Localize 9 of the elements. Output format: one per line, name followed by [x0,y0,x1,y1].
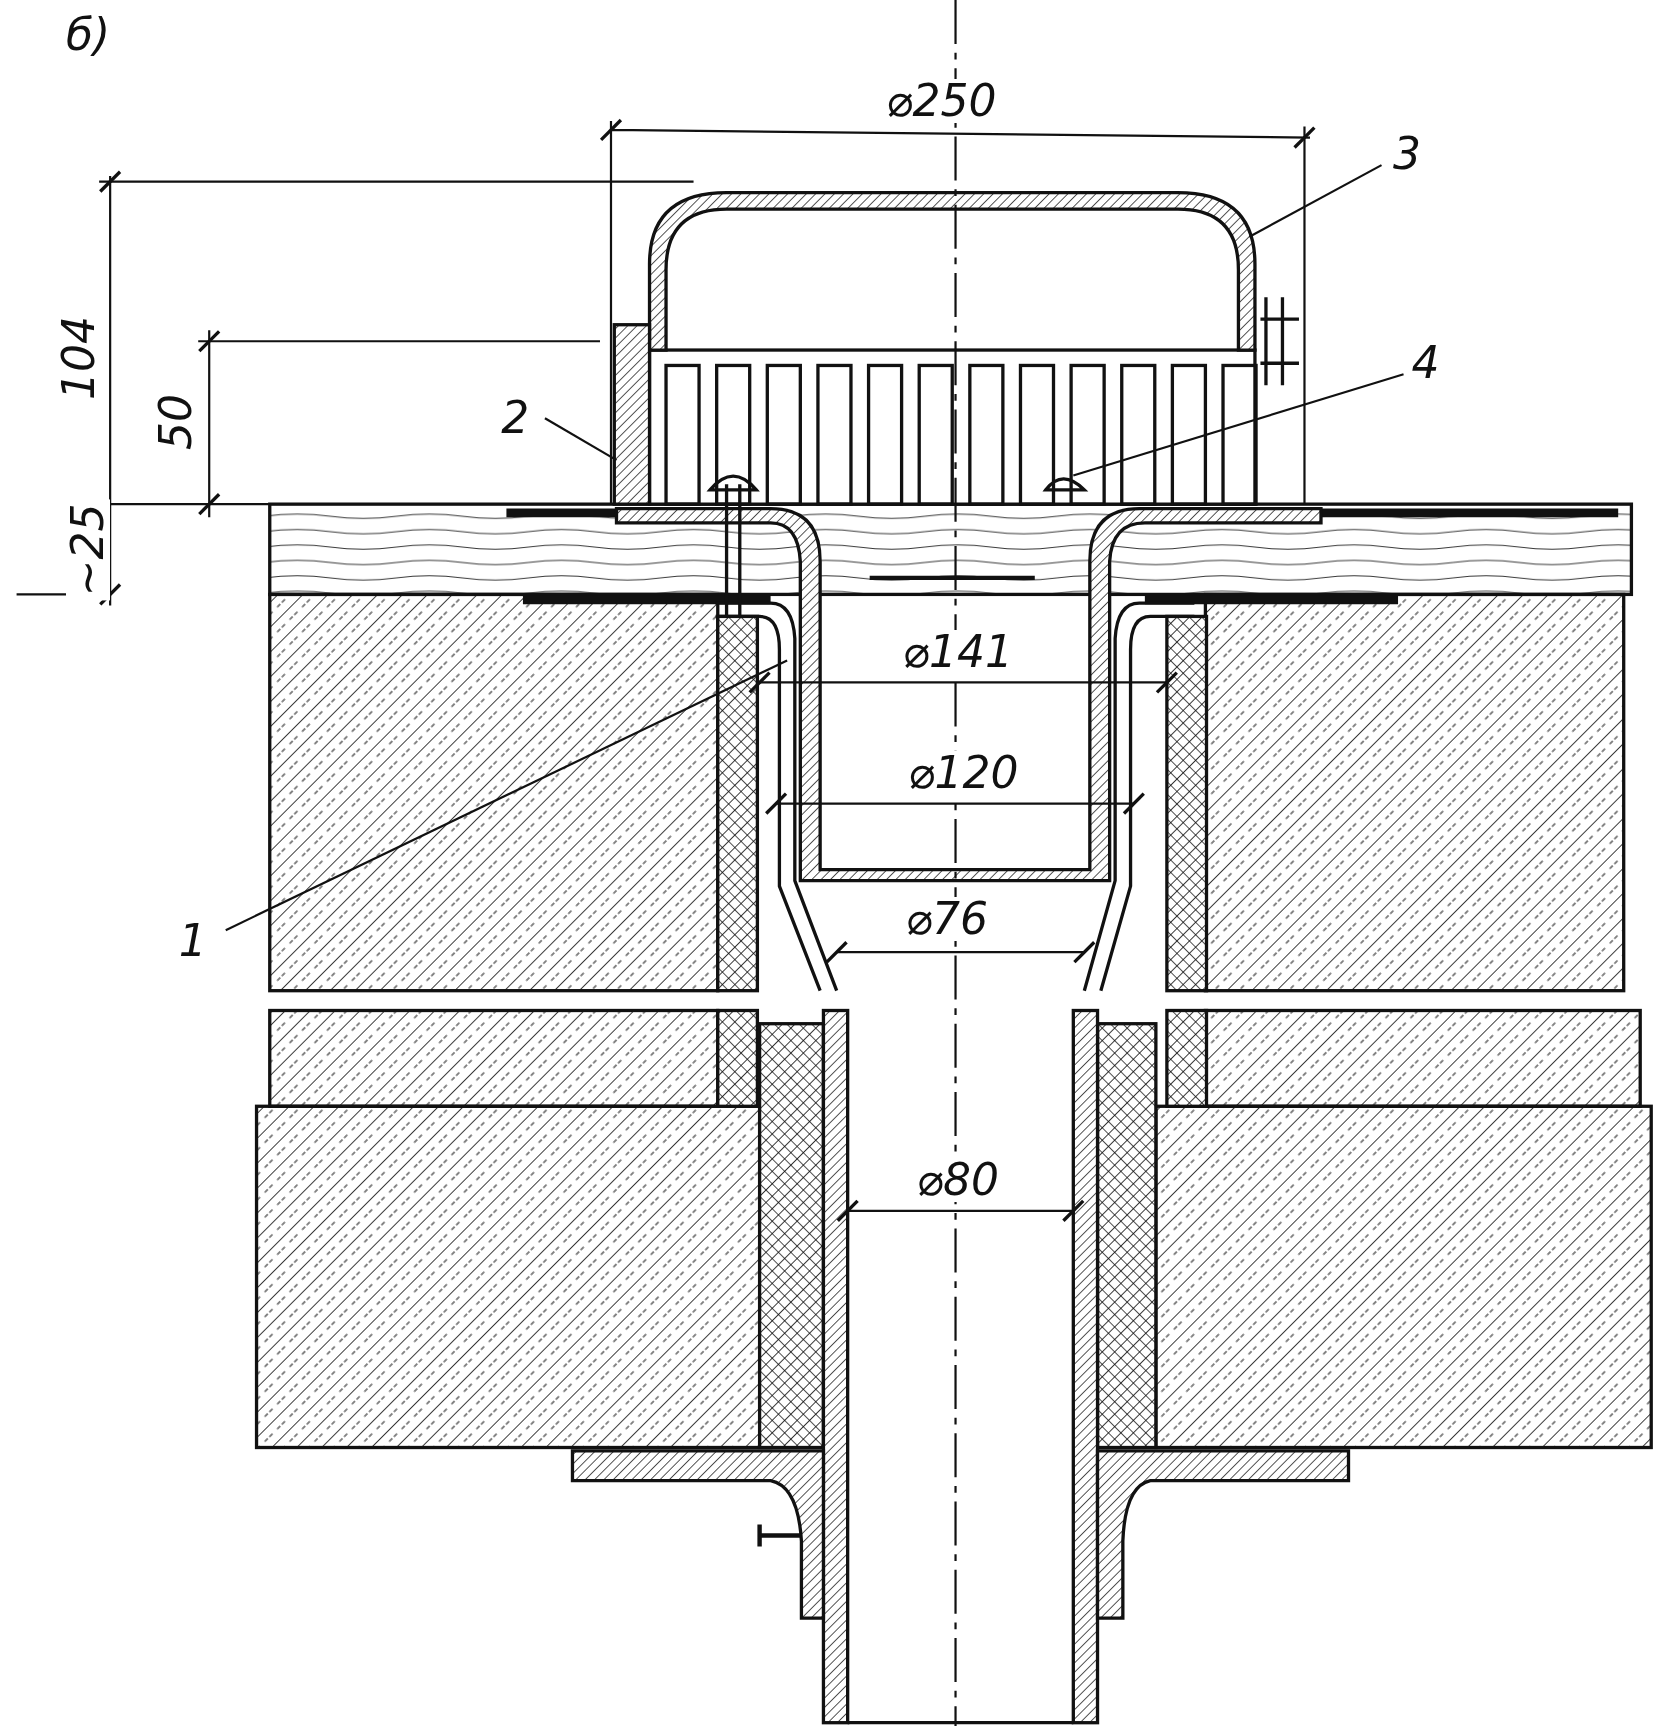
leader-line [225,659,788,932]
callout-number: 3 [1392,132,1421,177]
callout-number: 2 [501,396,530,441]
leader-line [1248,164,1383,238]
callout-number: 4 [1411,341,1440,386]
leader-line [1073,373,1404,477]
callout-number: 1 [178,919,207,964]
dimension-label: ~25 [66,500,111,601]
leader-line [544,417,618,462]
